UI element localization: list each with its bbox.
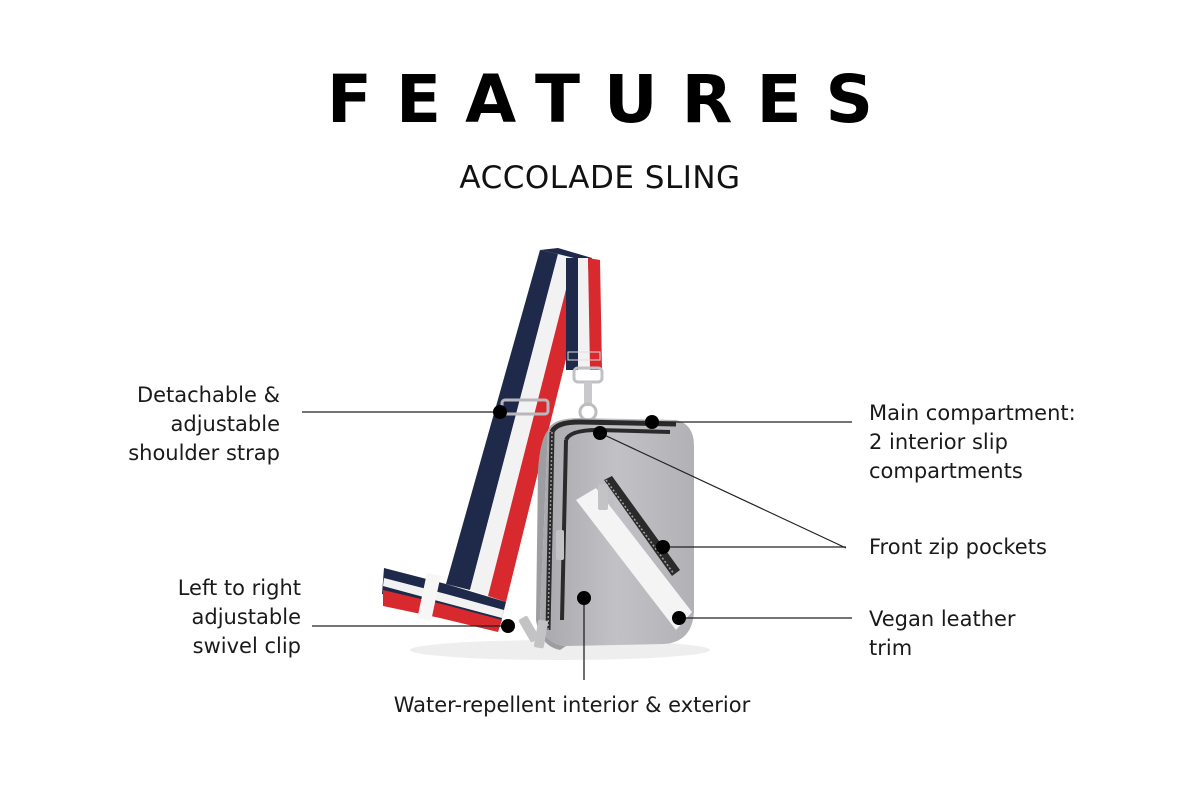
callout-lines — [302, 405, 852, 680]
callout-dot-main — [645, 415, 659, 429]
callout-dot-front-zip-2 — [656, 540, 670, 554]
callout-front-zip-pockets: Front zip pockets — [869, 535, 1047, 559]
callout-vegan-leather-trim: Vegan leather trim — [869, 607, 1016, 660]
swivel-clip-top — [572, 366, 604, 422]
bag-body — [518, 418, 694, 650]
callout-main-compartment: Main compartment: 2 interior slip compar… — [869, 401, 1076, 483]
callout-dot-water — [577, 591, 591, 605]
callout-dot-front-zip-1 — [593, 426, 607, 440]
callout-strap: Detachable & adjustable shoulder strap — [128, 383, 280, 465]
product-subtitle: ACCOLADE SLING — [459, 160, 741, 196]
callout-dot-trim — [672, 611, 686, 625]
page-title: FEATURES — [326, 61, 898, 138]
callout-dot-swivel — [501, 619, 515, 633]
shoulder-strap — [382, 248, 602, 632]
callout-swivel-clip: Left to right adjustable swivel clip — [177, 576, 301, 658]
callout-dot-strap — [493, 405, 507, 419]
callout-water-repellent: Water-repellent interior & exterior — [393, 693, 751, 717]
